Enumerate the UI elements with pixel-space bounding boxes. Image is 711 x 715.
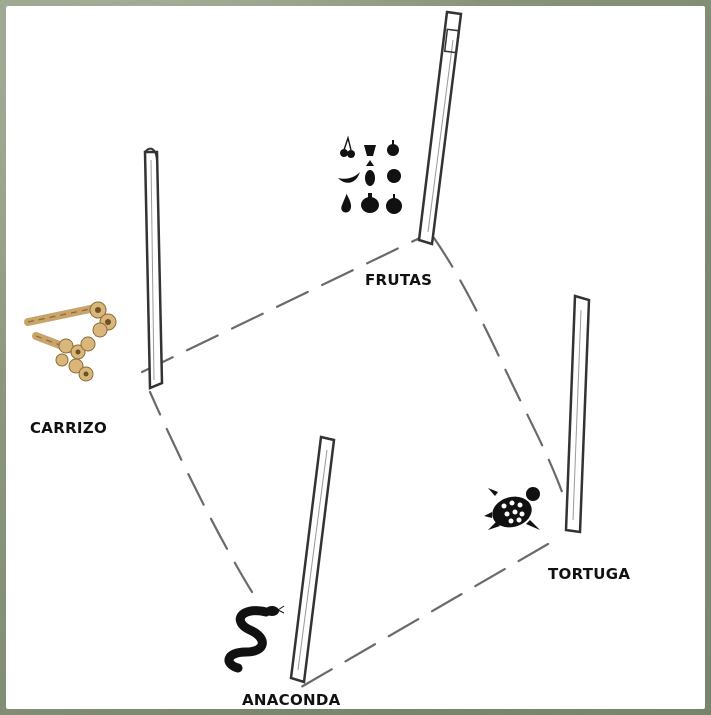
node-label-frutas: FRUTAS: [365, 271, 432, 289]
pole-frutas: [419, 12, 461, 244]
pole-anaconda: [291, 437, 334, 682]
edge-anaconda-carrizo: [150, 392, 252, 592]
pole-carrizo: [145, 149, 162, 388]
pole-tortuga: [566, 296, 589, 532]
node-label-anaconda: ANACONDA: [242, 691, 341, 709]
edge-carrizo-frutas: [142, 232, 432, 372]
edge-frutas-tortuga: [434, 238, 572, 522]
reed-flute-icon: [28, 302, 116, 381]
snake-icon: [229, 606, 284, 668]
edge-tortuga-anaconda: [296, 544, 548, 690]
node-label-carrizo: CARRIZO: [30, 419, 107, 437]
turtle-icon: [484, 487, 540, 532]
fruits-icon: [338, 138, 402, 214]
node-label-tortuga: TORTUGA: [548, 565, 630, 583]
